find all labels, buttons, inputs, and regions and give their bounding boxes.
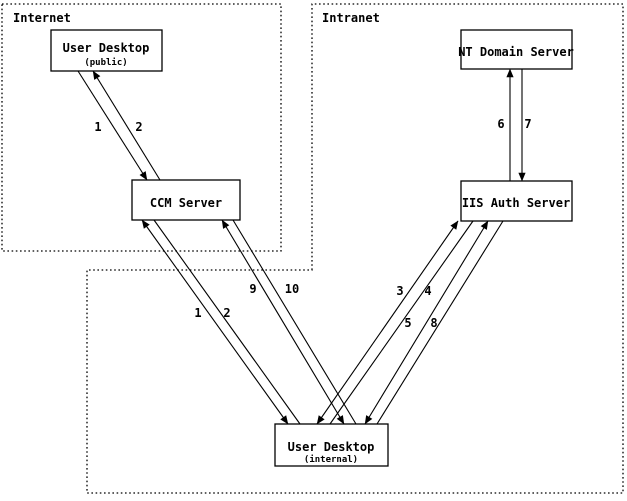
user-desktop-internal-sublabel: (internal) xyxy=(304,454,358,465)
node-ccm-server: CCM Server xyxy=(131,179,241,221)
node-user-desktop-internal: User Desktop (internal) xyxy=(274,423,389,467)
edge-label-3: 3 xyxy=(396,284,403,298)
edge-ccm-to-internal-desktop-10 xyxy=(232,219,357,425)
edge-label-9: 9 xyxy=(249,282,256,296)
edge-public-desktop-to-ccm xyxy=(77,70,148,181)
ccm-server-box xyxy=(131,179,241,221)
edge-label-5: 5 xyxy=(404,316,411,330)
user-desktop-internal-label: User Desktop xyxy=(288,440,375,454)
edge-label-2-internal: 2 xyxy=(223,306,230,320)
user-desktop-public-sublabel: (public) xyxy=(84,57,127,68)
node-iis-auth-server: IIS Auth Server xyxy=(460,180,573,222)
internet-zone-border xyxy=(1,3,282,252)
user-desktop-internal-box xyxy=(274,423,389,467)
edge-label-1-internal: 1 xyxy=(194,306,201,320)
edge-iis-to-internal-desktop-4 xyxy=(329,220,474,425)
nt-domain-server-box xyxy=(460,29,573,70)
edge-internal-desktop-to-ccm-1 xyxy=(141,219,289,425)
edge-label-1-public: 1 xyxy=(94,120,101,134)
edge-label-10: 10 xyxy=(285,282,299,296)
edge-label-4: 4 xyxy=(424,284,431,298)
nt-domain-server-label: NT Domain Server xyxy=(458,45,574,59)
edge-iis-to-internal-desktop-8 xyxy=(376,220,504,425)
internet-zone-label: Internet xyxy=(13,11,71,25)
edge-internal-desktop-to-ccm-9 xyxy=(221,219,345,425)
node-nt-domain-server: NT Domain Server xyxy=(458,29,574,70)
node-user-desktop-public: User Desktop (public) xyxy=(50,29,163,72)
edge-ccm-to-public-desktop xyxy=(92,70,161,181)
iis-auth-server-label: IIS Auth Server xyxy=(462,196,570,210)
edge-label-2-public: 2 xyxy=(135,120,142,134)
edge-label-8: 8 xyxy=(430,316,437,330)
ccm-server-label: CCM Server xyxy=(150,196,222,210)
edge-internal-desktop-to-iis-5 xyxy=(364,220,489,425)
user-desktop-public-label: User Desktop xyxy=(63,41,150,55)
intranet-zone-label: Intranet xyxy=(322,11,380,25)
user-desktop-public-box xyxy=(50,29,163,72)
edge-label-7: 7 xyxy=(524,117,531,131)
iis-auth-server-box xyxy=(460,180,573,222)
intranet-zone-border xyxy=(86,3,624,494)
edge-label-6: 6 xyxy=(497,117,504,131)
